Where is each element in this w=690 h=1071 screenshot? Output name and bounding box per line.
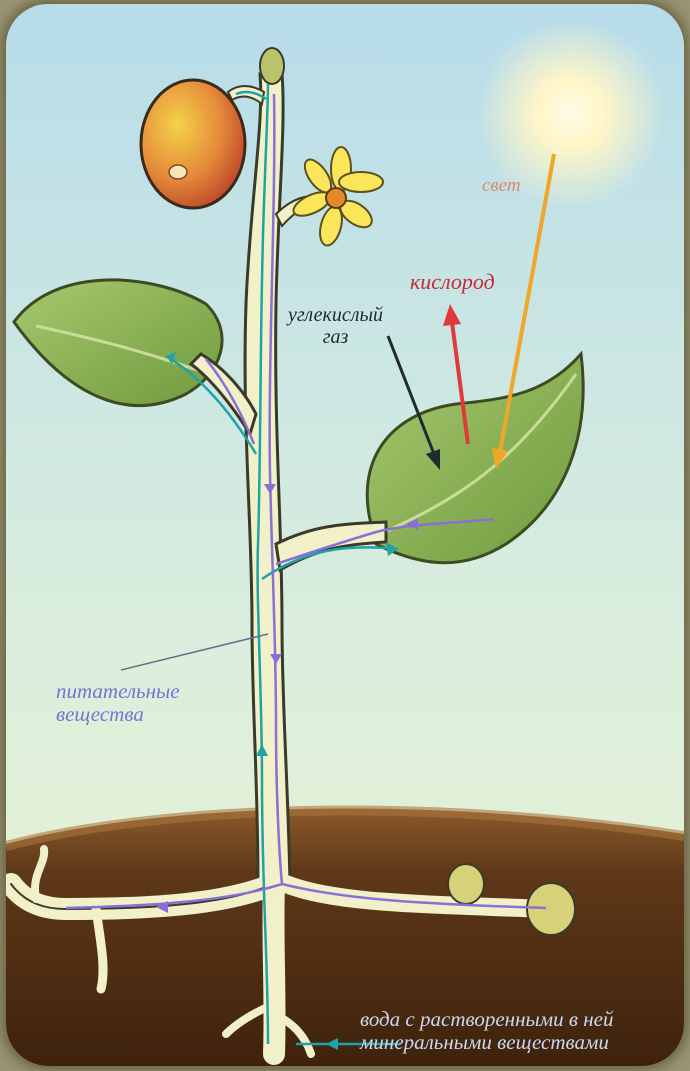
root-tuber-left bbox=[448, 864, 484, 904]
fruit bbox=[141, 80, 245, 208]
root-tuber-right bbox=[527, 883, 575, 935]
water-label: вода с растворенными в ней минеральными … bbox=[360, 1008, 613, 1054]
carbon-dioxide-label: углекислый газ bbox=[288, 304, 383, 348]
nutrients-label-line2: вещества bbox=[56, 703, 180, 726]
nutrients-label-line1: питательные bbox=[56, 680, 180, 703]
carbon-dioxide-label-line1: углекислый bbox=[288, 304, 383, 326]
diagram-frame: свет кислород углекислый газ питательные… bbox=[6, 4, 684, 1066]
bud bbox=[260, 48, 284, 84]
water-label-line2: минеральными веществами bbox=[360, 1031, 613, 1054]
fruit-spot bbox=[169, 165, 187, 179]
plant-illustration bbox=[6, 4, 684, 1066]
light-label: свет bbox=[482, 176, 521, 197]
oxygen-label: кислород bbox=[410, 270, 495, 294]
carbon-dioxide-label-line2: газ bbox=[288, 326, 383, 348]
nutrients-label: питательные вещества bbox=[56, 680, 180, 726]
water-label-line1: вода с растворенными в ней bbox=[360, 1008, 613, 1031]
